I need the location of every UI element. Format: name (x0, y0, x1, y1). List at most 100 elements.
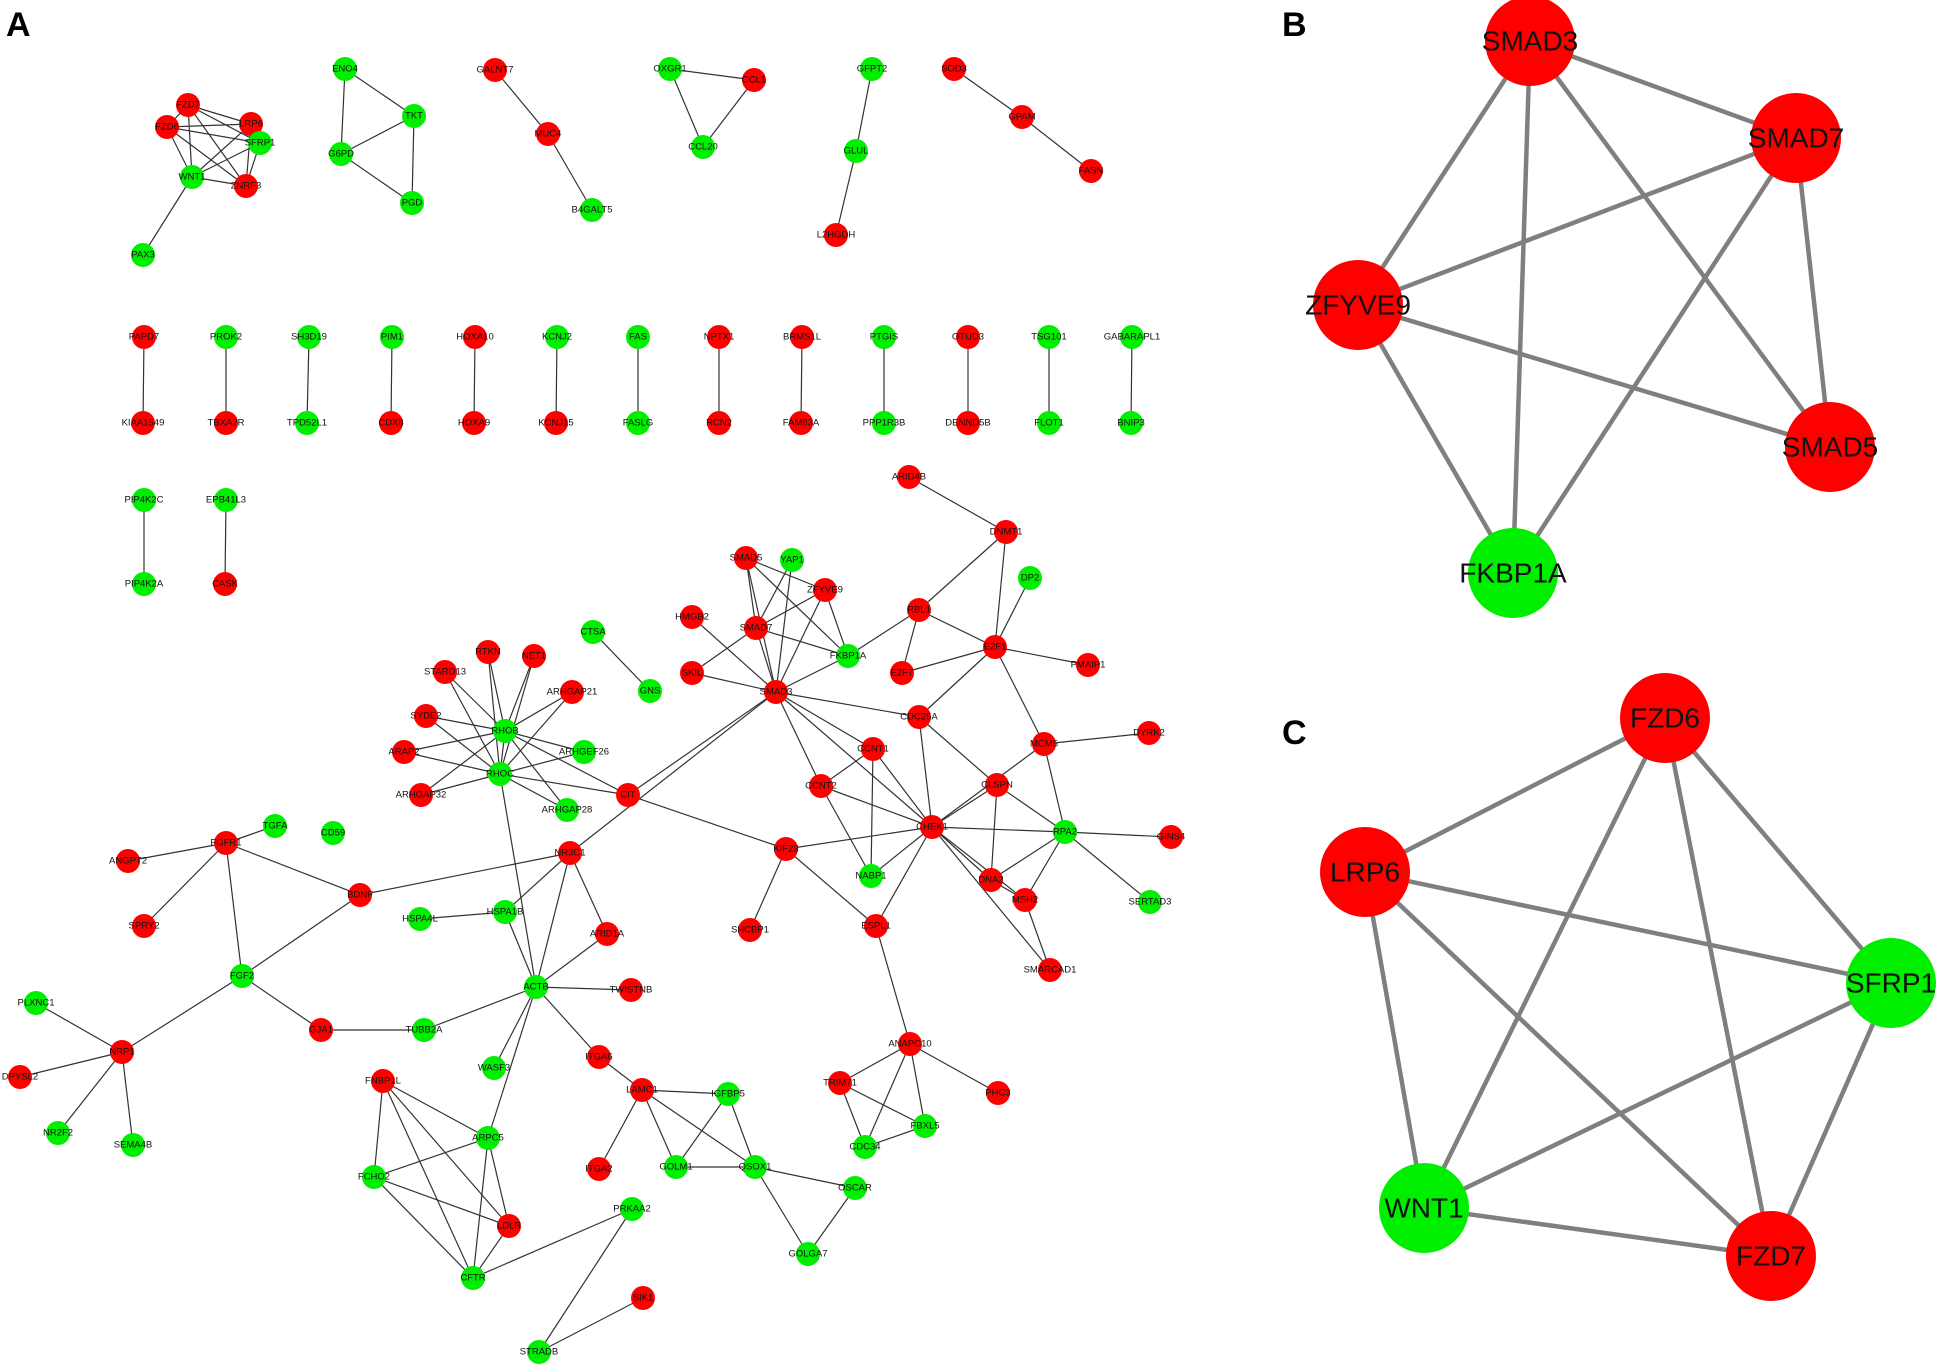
node-label: TBXA2R (208, 418, 245, 429)
edge-a-yap1-smad3 (775, 559, 793, 693)
node-label: CD59 (321, 828, 345, 839)
node-label: ACTB (523, 982, 548, 993)
edge-a-tkt-g6pd (340, 115, 415, 155)
node-circle (716, 1082, 740, 1106)
node-label: SFRP1 (245, 138, 276, 149)
edge-a-arid1a-actb (535, 933, 608, 988)
node-circle (392, 740, 416, 764)
edge-a-syde2-rhoc (425, 715, 501, 775)
node-circle (796, 1242, 820, 1266)
edge-a-sik1-stradb (538, 1297, 644, 1353)
node-label: SKIL (682, 668, 703, 679)
node-a-mcm5: MCM5 (1030, 732, 1058, 756)
node-circle (983, 635, 1007, 659)
node-circle (1846, 938, 1936, 1028)
edge-a-arpc5-cftr (472, 1137, 489, 1279)
node-label: ARHGEF26 (559, 747, 609, 758)
edge-a-gfpt2-glul (855, 68, 873, 152)
edge-a-fzd7-znrf3 (187, 104, 247, 187)
node-label: STARD13 (424, 667, 466, 678)
node-a-kiaa1549: KIAA1549 (122, 411, 164, 435)
node-a-sod3: SOD3 (941, 57, 967, 81)
node-a-clspn: CLSPN (981, 773, 1013, 797)
edge-a-anapc10-trim71 (839, 1043, 911, 1084)
node-circle (630, 1078, 654, 1102)
node-label: CLSPN (981, 780, 1013, 791)
node-circle (595, 922, 619, 946)
edges-b (1356, 38, 1833, 575)
node-a-ptgis: PTGIS (870, 325, 898, 349)
node-label: CFTR (460, 1273, 485, 1284)
node-label: GJA1 (309, 1025, 333, 1036)
edge-a-nr2f2-nrp1 (57, 1051, 123, 1134)
edge-a-arap2-rhoc (403, 751, 501, 775)
node-a-l2hgdh: L2HGDH (817, 223, 855, 247)
node-circle (329, 142, 353, 166)
edge-a-smad3-ccnt2 (775, 691, 822, 787)
node-circle (263, 814, 287, 838)
edge-a-nr3c1-arid1a (569, 852, 608, 935)
node-a-trim71: TRIM71 (823, 1071, 857, 1095)
node-circle (680, 605, 704, 629)
edge-a-smad3-cit (627, 691, 777, 796)
node-label: DNMT1 (990, 527, 1023, 538)
node-circle (986, 1081, 1010, 1105)
edge-a-bdnf-fgf2 (241, 894, 361, 977)
node-circle (239, 112, 263, 136)
node-label: MSH2 (1012, 895, 1038, 906)
node-a-smad3: SMAD3 (760, 680, 792, 704)
node-label: OSCAR (838, 1183, 872, 1194)
node-circle (853, 1135, 877, 1159)
node-circle (476, 1126, 500, 1150)
edge-b-zfyve9-fkbp1a (1356, 303, 1515, 575)
edge-a-chek1-kif23 (785, 826, 933, 850)
node-a-pim1: PIM1 (380, 325, 404, 349)
edges-a (19, 68, 1172, 1353)
node-circle (907, 705, 931, 729)
node-circle (560, 680, 584, 704)
node-a-pip4k2c: PIP4K2C (124, 488, 164, 512)
node-circle (462, 411, 486, 435)
node-a-ctsa: CTSA (580, 620, 606, 644)
edge-a-lamc1-golm1 (641, 1089, 677, 1168)
node-circle (214, 831, 238, 855)
node-a-actb: ACTB (523, 975, 549, 999)
node-a-eno4: ENO4 (332, 57, 358, 81)
node-circle (461, 1266, 485, 1290)
edge-a-anapc10-phc3 (909, 1043, 999, 1094)
edge-a-g6pd-pgd (340, 153, 413, 204)
edge-a-hoxa10-hoxa9 (473, 336, 476, 424)
node-label: NPTX1 (704, 332, 735, 343)
node-circle (994, 520, 1018, 544)
edge-a-e2f1-mcm5 (994, 646, 1045, 745)
node-circle (321, 821, 345, 845)
node-a-e2f1: E2F1 (983, 635, 1007, 659)
edge-b-smad3-smad7 (1529, 38, 1797, 141)
edge-c-sfrp1-wnt1 (1423, 980, 1892, 1211)
node-label: PGD (402, 198, 423, 209)
node-label: PPP1R3B (863, 418, 906, 429)
edge-a-ccnt2-chek1 (820, 785, 933, 828)
node-circle (333, 57, 357, 81)
node-circle (581, 620, 605, 644)
node-circle (1726, 1211, 1816, 1301)
node-a-fbxl5: FBXL5 (910, 1114, 940, 1138)
edge-a-kif23-espl1 (785, 848, 877, 927)
node-label: E2F7 (891, 668, 914, 679)
edge-a-smad3-fkbp1a (775, 655, 849, 693)
node-circle (790, 325, 814, 349)
node-circle (1620, 673, 1710, 763)
node-circle (116, 849, 140, 873)
node-circle (890, 661, 914, 685)
node-a-cdc25a: CDC25A (900, 705, 938, 729)
edge-a-actb-wasf3 (493, 986, 537, 1069)
node-circle (580, 198, 604, 222)
node-label: KCNJ2 (542, 332, 572, 343)
node-circle (132, 488, 156, 512)
edge-a-chek1-dna2 (931, 826, 992, 881)
node-a-sik1: SIK1 (631, 1286, 655, 1310)
node-label: ANAPC10 (888, 1039, 931, 1050)
edge-a-dnmt1-rbl1 (918, 531, 1007, 611)
node-circle (1120, 325, 1144, 349)
node-c-fzd6: FZD6 (1620, 673, 1710, 763)
